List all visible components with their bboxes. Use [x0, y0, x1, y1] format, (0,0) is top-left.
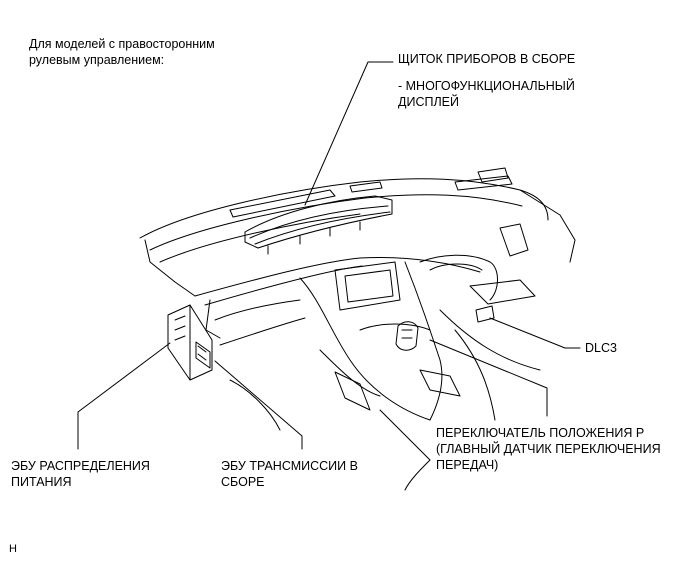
leader-transmission-ecu — [214, 360, 303, 450]
center-console-shape — [299, 261, 461, 491]
figure-code: H — [9, 543, 17, 555]
callout-transmission-ecu: ЭБУ ТРАНСМИССИИ В СБОРЕ — [221, 458, 358, 490]
steering-wheel-shape — [419, 254, 541, 421]
callout-instrument-cluster: ЩИТОК ПРИБОРОВ В СБОРЕ — [398, 51, 575, 67]
transmission-ecu-label-2: СБОРЕ — [221, 475, 265, 489]
power-ecu-label-1: ЭБУ РАСПРЕДЕЛЕНИЯ — [11, 459, 150, 473]
note-line-1: Для моделей с правосторонним — [29, 37, 215, 51]
note-text: Для моделей с правосторонним рулевым упр… — [29, 36, 215, 68]
leader-dlc3 — [489, 317, 581, 349]
dashboard-outline — [139, 167, 576, 339]
leader-instrument-cluster — [304, 61, 394, 206]
dlc3-label: DLC3 — [585, 341, 617, 355]
transmission-ecu-label-1: ЭБУ ТРАНСМИССИИ В — [221, 459, 358, 473]
leader-lines — [77, 61, 581, 450]
leader-p-switch — [429, 339, 548, 417]
power-ecu-label-2: ПИТАНИЯ — [11, 475, 72, 489]
instrument-cluster-label: ЩИТОК ПРИБОРОВ В СБОРЕ — [398, 52, 576, 66]
p-switch-label-3: ПЕРЕДАЧ) — [436, 458, 499, 472]
note-line-2: рулевым управлением: — [29, 53, 165, 67]
callout-power-ecu: ЭБУ РАСПРЕДЕЛЕНИЯ ПИТАНИЯ — [11, 458, 150, 490]
multi-display-label-2: ДИСПЛЕЙ — [398, 95, 459, 109]
p-switch-label-2: (ГЛАВНЫЙ ДАТЧИК ПЕРЕКЛЮЧЕНИЯ — [436, 442, 661, 456]
leader-power-ecu — [77, 342, 171, 450]
callout-p-switch: ПЕРЕКЛЮЧАТЕЛЬ ПОЛОЖЕНИЯ Р (ГЛАВНЫЙ ДАТЧИ… — [436, 425, 661, 473]
instrument-cluster-shape — [244, 195, 393, 255]
callout-dlc3: DLC3 — [585, 340, 617, 356]
p-switch-label-1: ПЕРЕКЛЮЧАТЕЛЬ ПОЛОЖЕНИЯ Р — [436, 426, 645, 440]
left-ecu-shape — [167, 299, 306, 431]
multi-display-label-1: - МНОГОФУНКЦИОНАЛЬНЫЙ — [398, 79, 575, 93]
callout-multi-display: - МНОГОФУНКЦИОНАЛЬНЫЙ ДИСПЛЕЙ — [398, 78, 575, 110]
